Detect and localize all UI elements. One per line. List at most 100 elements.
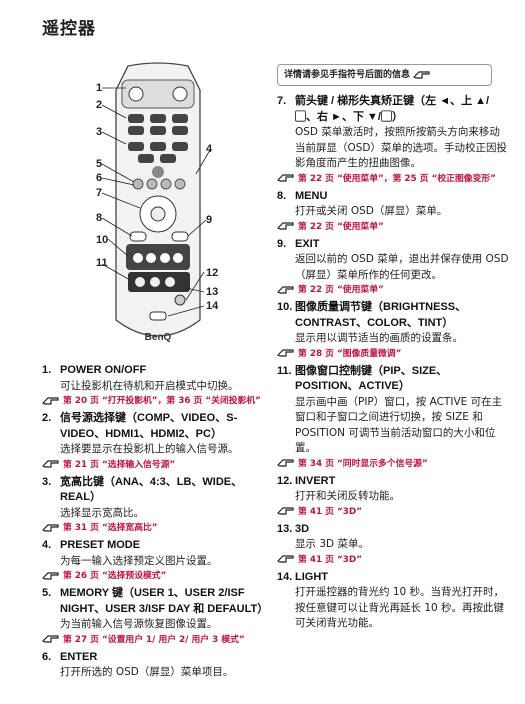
item-reference: 第 31 页 “选择宽高比”	[42, 521, 270, 535]
item-number: 6.	[42, 650, 52, 663]
item-heading: 10.图像质量调节键（BRIGHTNESS、CONTRAST、COLOR、TIN…	[277, 300, 509, 331]
reference-text: 第 26 页 “选择预设模式”	[63, 571, 167, 581]
callout-11: 11	[96, 257, 108, 269]
item-heading: 2.信号源选择键（COMP、VIDEO、S-VIDEO、HDMI1、HDMI2、…	[42, 411, 270, 442]
item-description: 打开或关闭 OSD（屏显）菜单。	[295, 205, 448, 217]
item-title: ENTER	[60, 650, 98, 663]
item-title: 3D	[295, 522, 310, 535]
item-description: 显示 3D 菜单。	[295, 538, 369, 550]
power-button-icon	[128, 86, 144, 102]
item-heading: 12.INVERT	[277, 474, 509, 490]
item-number: 9.	[277, 237, 287, 250]
item-heading: 8. MENU	[277, 189, 509, 205]
item-description: 打开和关闭反转功能。	[295, 490, 400, 502]
pointing-hand-icon	[42, 571, 59, 580]
hint-text: 详情请参见手指符号后面的信息	[284, 70, 411, 80]
callout-6: 6	[96, 172, 103, 184]
item-title: MENU	[295, 189, 328, 202]
button-description-item: 5. MEMORY 键（USER 1、USER 2/ISF NIGHT、USER …	[42, 586, 270, 647]
reference-text: 第 41 页 “3D”	[298, 554, 363, 565]
callout-5: 5	[96, 158, 103, 170]
item-heading: 5. MEMORY 键（USER 1、USER 2/ISF NIGHT、USER …	[42, 586, 270, 617]
pointing-hand-icon	[413, 70, 430, 79]
item-number: 8.	[277, 189, 287, 202]
item-description: 返回以前的 OSD 菜单，退出并保存使用 OSD（屏显）菜单所作的任何更改。	[295, 253, 509, 281]
pointing-hand-icon	[277, 285, 294, 294]
item-heading: 4.PRESET MODE	[42, 538, 270, 554]
left-column: 1. POWER ON/OFF 可让投影机在待机和开启模式中切换。第 20 页 “打…	[42, 363, 270, 684]
item-heading: 3. 宽高比键（ANA、4:3、LB、WIDE、REAL）	[42, 475, 270, 506]
item-reference: 第 27 页 “设置用户 1/ 用户 2/ 用户 3 模式”	[42, 633, 270, 647]
item-title: LIGHT	[295, 570, 328, 583]
button-description-item: 2.信号源选择键（COMP、VIDEO、S-VIDEO、HDMI1、HDMI2、…	[42, 411, 270, 472]
item-heading: 9. EXIT	[277, 237, 509, 253]
reference-text: 第 28 页 “图像质量微调”	[298, 348, 402, 359]
callout-3: 3	[96, 126, 103, 138]
pointing-hand-icon	[277, 507, 294, 515]
pointing-hand-icon	[277, 555, 294, 563]
button-description-item: 7. 箭头键 / 梯形失真矫正键（左 ◄、上 ▲/▢、右 ►、下 ▼/▢） OSD …	[277, 94, 509, 186]
item-reference: 第 41 页 “3D”	[277, 505, 509, 519]
item-reference: 第 22 页 “使用菜单”	[277, 283, 509, 297]
item-description: 为当前输入信号源恢复图像设置。	[60, 618, 218, 630]
item-number: 1.	[42, 364, 52, 376]
item-title: 图像窗口控制键（PIP、SIZE、POSITION、ACTIVE）	[295, 364, 448, 393]
item-description: 打开遥控器的背光约 10 秒。当背光打开时，按任意键可以让背光再延长 10 秒。…	[295, 586, 505, 629]
reference-text: 第 22 页 “使用菜单”，第 25 页 “校正图像变形”	[298, 173, 496, 184]
item-description: OSD 菜单激活时，按照所按箭头方向来移动当前屏显（OSD）菜单的选项。手动校正…	[295, 126, 508, 169]
item-reference: 第 20 页 “打开投影机”，第 36 页 “关闭投影机”	[42, 394, 270, 408]
item-reference: 第 21 页 “选择输入信号源”	[42, 458, 270, 472]
button-description-item: 1. POWER ON/OFF 可让投影机在待机和开启模式中切换。第 20 页 “打…	[42, 363, 270, 408]
callout-1: 1	[96, 82, 103, 94]
item-reference: 第 41 页 “3D”	[277, 553, 509, 567]
pointing-hand-icon	[277, 459, 294, 467]
item-description: 显示画中画（PIP）窗口，按 ACTIVE 可在主窗口和子窗口之间进行切换，按 …	[295, 395, 503, 455]
button-description-item: 3.宽高比键（ANA、4:3、LB、WIDE、REAL）选择显示宽高比。第 31…	[42, 475, 270, 536]
remote-control-illustration: BenQ	[101, 62, 211, 343]
item-description: 显示用以调节适当的画质的设置条。	[295, 332, 463, 344]
item-number: 12.	[277, 474, 293, 487]
reference-text: 第 31 页 “选择宽高比”	[63, 523, 158, 533]
callout-12: 12	[206, 267, 219, 279]
callout-9: 9	[206, 214, 213, 226]
item-number: 5.	[42, 587, 52, 599]
brand-logo: BenQ	[145, 332, 172, 343]
item-title: POWER ON/OFF	[60, 364, 147, 376]
item-heading: 6. ENTER	[42, 650, 270, 666]
reference-text: 第 27 页 “设置用户 1/ 用户 2/ 用户 3 模式”	[63, 634, 245, 645]
reference-text: 第 41 页 “3D”	[298, 506, 363, 517]
callout-14: 14	[206, 300, 219, 312]
button-description-item: 6. ENTER 打开所选的 OSD（屏显）菜单项目。	[42, 650, 270, 681]
item-number: 13.	[277, 522, 293, 535]
item-number: 7.	[277, 95, 287, 107]
hint-note: 详情请参见手指符号后面的信息	[277, 64, 492, 86]
pointing-hand-icon	[42, 460, 59, 468]
item-number: 3.	[42, 475, 52, 488]
pointing-hand-icon	[42, 635, 59, 643]
item-description: 可让投影机在待机和开启模式中切换。	[60, 379, 239, 392]
item-number: 10.	[277, 301, 293, 313]
item-title: 宽高比键（ANA、4:3、LB、WIDE、REAL）	[60, 475, 243, 504]
right-column: 7. 箭头键 / 梯形失真矫正键（左 ◄、上 ▲/▢、右 ►、下 ▼/▢） OSD …	[277, 94, 509, 635]
reference-text: 第 22 页 “使用菜单”	[298, 221, 384, 232]
item-description: 打开所选的 OSD（屏显）菜单项目。	[60, 666, 234, 678]
item-reference: 第 22 页 “使用菜单”	[277, 220, 509, 234]
item-title: EXIT	[295, 237, 320, 250]
item-number: 14.	[277, 570, 293, 583]
reference-text: 第 34 页 “同时显示多个信号源”	[298, 458, 428, 469]
item-title: MEMORY 键（USER 1、USER 2/ISF NIGHT、USER 3/…	[60, 587, 269, 615]
pointing-hand-icon	[277, 174, 294, 182]
item-number: 11.	[277, 364, 292, 377]
item-heading: 11.图像窗口控制键（PIP、SIZE、POSITION、ACTIVE）	[277, 364, 509, 395]
pointing-hand-icon	[42, 523, 59, 532]
item-title: 箭头键 / 梯形失真矫正键（左 ◄、上 ▲/▢、右 ►、下 ▼/▢）	[295, 95, 490, 123]
button-description-item: 13.3D 显示 3D 菜单。第 41 页 “3D”	[277, 522, 509, 567]
item-number: 2.	[42, 412, 52, 424]
item-heading: 1. POWER ON/OFF	[42, 363, 270, 379]
callout-4: 4	[206, 143, 213, 155]
item-heading: 14.LIGHT	[277, 570, 509, 586]
callout-7: 7	[96, 187, 103, 199]
callout-8: 8	[96, 212, 103, 224]
